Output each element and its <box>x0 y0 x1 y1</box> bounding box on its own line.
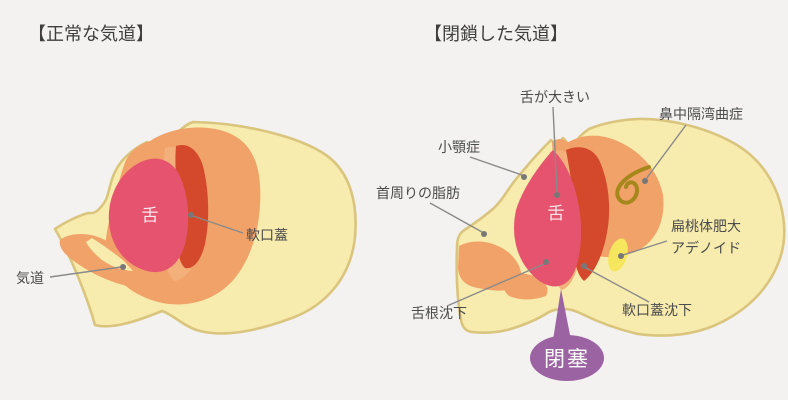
septum-squiggle <box>615 165 651 205</box>
tongue-shape-right <box>514 150 582 287</box>
tonsil-shape <box>608 238 628 272</box>
tonsil-label-line1: 扁桃体肥大 <box>671 218 741 234</box>
leader-dot-tonsil <box>618 253 624 259</box>
obstruction-label: 閉塞 <box>544 348 590 371</box>
leader-dot-septum <box>642 178 648 184</box>
leader-dot-neck-fat <box>481 231 487 237</box>
airway-label: 気道 <box>16 270 44 286</box>
soft-palate-label: 軟口蓋 <box>246 227 288 243</box>
leader-line-tongue-base <box>446 263 545 307</box>
leader-dot-airway <box>120 264 126 270</box>
leader-dot-soft-palate <box>188 212 194 218</box>
tongue-shape-left <box>108 158 189 273</box>
neck-fat-label: 首周りの脂肪 <box>376 185 460 201</box>
leader-line-tongue-large <box>552 106 558 194</box>
right-panel-title: 【閉鎖した気道】 <box>424 24 568 44</box>
leader-dot-tongue-base <box>543 259 549 265</box>
leader-line-neck-fat <box>429 202 483 233</box>
micrognathia-label: 小顎症 <box>438 139 480 155</box>
tongue-label-left: 舌 <box>142 206 159 225</box>
leader-line-soft-palate <box>192 215 244 234</box>
normal-airway-panel: 【正常な気道】 舌 軟口蓋 気道 <box>16 24 357 335</box>
obstruction-balloon <box>530 335 604 381</box>
throat-floor-right <box>503 273 548 300</box>
airway-channel-left <box>86 238 133 271</box>
leader-dot-micrognathia <box>521 174 527 180</box>
tongue-large-label: 舌が大きい <box>520 89 590 105</box>
leader-line-micrognathia <box>469 156 523 176</box>
tongue-base-sink-label: 舌根沈下 <box>411 305 467 321</box>
leader-line-septum <box>645 124 687 180</box>
tongue-label-right: 舌 <box>548 204 565 223</box>
closed-airway-panel: 【閉鎖した気道】 舌 舌が大きい 鼻中隔湾曲症 小顎症 首周りの脂肪 <box>376 24 786 381</box>
leader-dot-palate-sink <box>581 263 587 269</box>
tonsil-label-line2: アデノイド <box>671 240 741 256</box>
left-panel-title: 【正常な気道】 <box>28 24 154 44</box>
leader-line-palate-sink <box>585 267 650 303</box>
deviated-septum-label: 鼻中隔湾曲症 <box>659 106 743 122</box>
leader-line-tonsil <box>622 240 668 256</box>
leader-line-airway <box>49 266 122 278</box>
leader-dot-tongue-large <box>554 192 560 198</box>
soft-palate-sink-label: 軟口蓋沈下 <box>622 302 692 318</box>
obstruction-spike <box>553 289 571 340</box>
nostril-shape-left <box>149 141 169 161</box>
